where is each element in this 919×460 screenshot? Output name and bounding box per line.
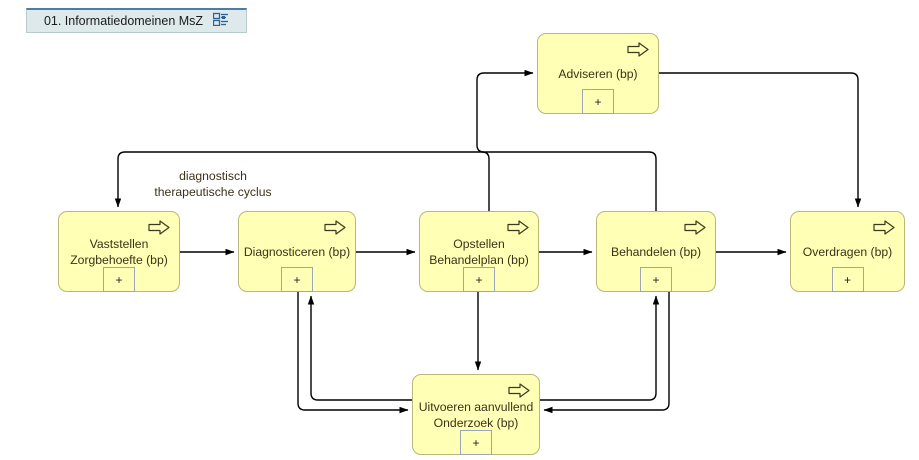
process-node-adviseren[interactable]: Adviseren (bp) + [537,33,659,114]
business-process-arrow-icon [627,42,649,57]
process-node-vaststellen-zorgbehoefte[interactable]: Vaststellen Zorgbehoefte (bp) + [58,211,180,292]
process-node-label: Vaststellen Zorgbehoefte (bp) [70,236,168,267]
process-node-label: Overdragen (bp) [802,244,893,259]
annotation-diagnostisch-therapeutische-cyclus: diagnostisch therapeutische cyclus [154,169,272,199]
expand-button[interactable]: + [460,430,492,455]
business-process-arrow-icon [148,220,170,235]
expand-button[interactable]: + [640,267,672,292]
process-node-overdragen[interactable]: Overdragen (bp) + [790,211,905,292]
process-node-label: Behandelen (bp) [610,244,702,259]
expand-button[interactable]: + [582,89,614,114]
process-node-label: Opstellen Behandelplan (bp) [429,236,529,267]
expand-button[interactable]: + [463,267,495,292]
expand-button[interactable]: + [831,267,864,292]
process-node-uitvoeren-aanvullend-onderzoek[interactable]: Uitvoeren aanvullend Onderzoek (bp) + [412,374,540,455]
business-process-arrow-icon [684,220,706,235]
business-process-arrow-icon [873,220,895,235]
process-node-label: Adviseren (bp) [558,66,638,81]
connector-opstellen-to-adviseren [476,69,534,211]
business-process-arrow-icon [508,383,530,398]
process-node-behandelen[interactable]: Behandelen (bp) + [596,211,716,292]
view-tab-label: 01. Informatiedomeinen MsZ [43,14,204,28]
process-node-opstellen-behandelplan[interactable]: Opstellen Behandelplan (bp) + [419,211,539,292]
connector-diagnosticeren-to-uitvoeren [297,292,409,414]
connector-behandelen-to-uitvoeren [543,292,670,414]
expand-button[interactable]: + [103,267,135,292]
connector-uitvoeren-to-diagnosticeren [307,295,412,401]
process-node-label: Diagnosticeren (bp) [243,244,351,259]
connector-adviseren-to-overdragen [659,72,862,208]
business-process-arrow-icon [507,220,529,235]
process-node-label: Uitvoeren aanvullend Onderzoek (bp) [418,399,534,430]
business-process-arrow-icon [324,220,346,235]
expand-button[interactable]: + [281,267,313,292]
hierarchy-list-icon [212,12,229,31]
connector-uitvoeren-to-behandelen [540,295,660,401]
connector-behandelen-to-vaststellen [114,151,657,211]
view-tab[interactable]: 01. Informatiedomeinen MsZ [26,8,247,33]
process-node-diagnosticeren[interactable]: Diagnosticeren (bp) + [238,211,356,292]
